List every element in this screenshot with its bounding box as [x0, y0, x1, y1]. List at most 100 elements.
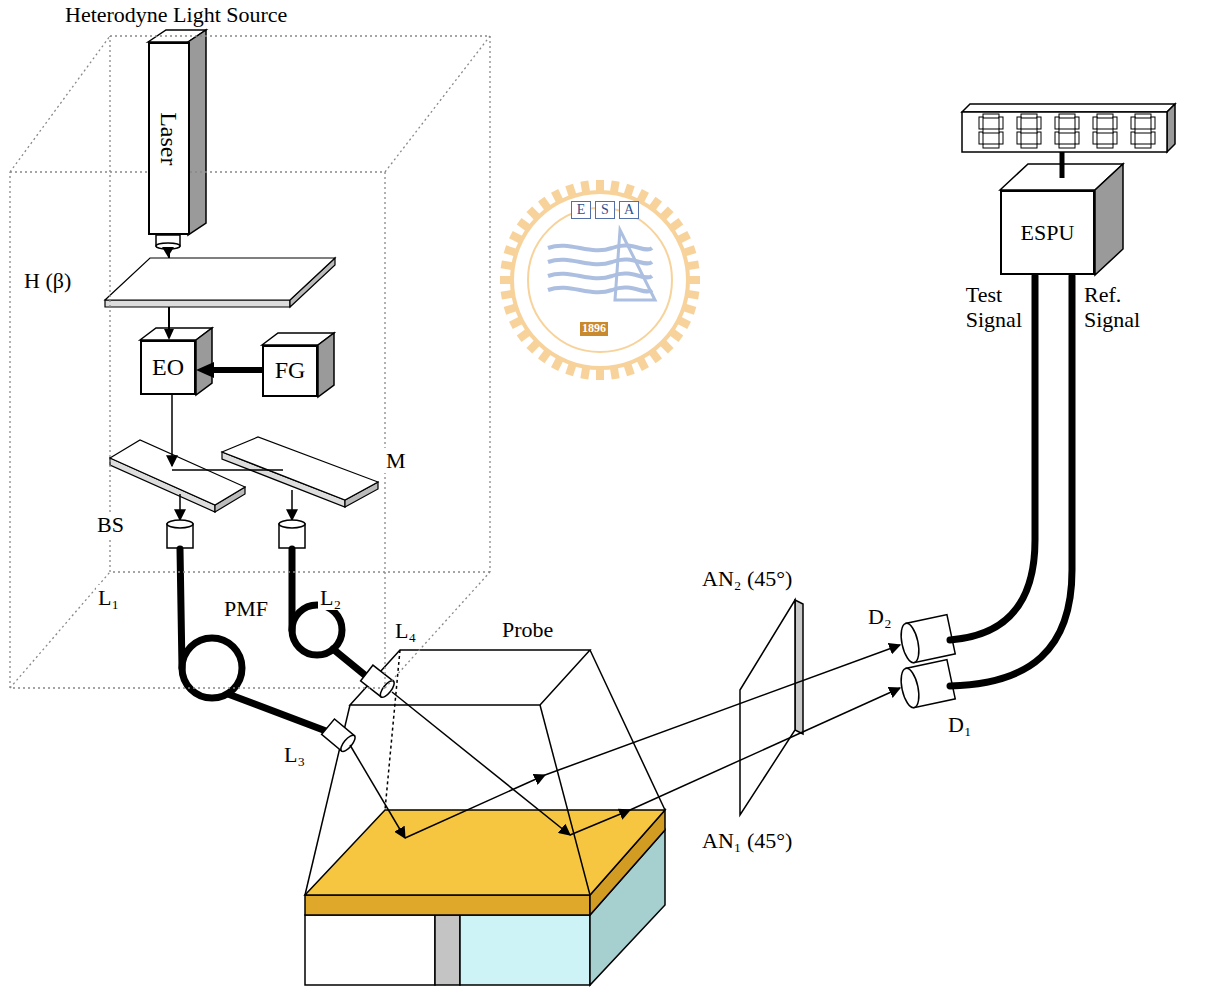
logo-ring [528, 208, 672, 352]
component-label: BS [95, 512, 126, 537]
logo-wave [548, 273, 652, 278]
beam-arrowhead [162, 247, 174, 257]
eo-side-face [196, 328, 212, 395]
enclosure-edge [10, 36, 110, 172]
group-heading: Heterodyne Light Source [65, 2, 287, 27]
digit-segment [1059, 114, 1075, 118]
arrow-head [196, 362, 214, 378]
logo-letter-wrap: S [595, 200, 615, 219]
digit-segment [983, 129, 999, 133]
digit-segment [1037, 117, 1041, 129]
digit-segment [1021, 144, 1037, 148]
beam [179, 494, 181, 520]
lens [167, 520, 193, 528]
base-front [460, 915, 590, 985]
enclosure-edge [489, 36, 490, 572]
bs-plate [110, 440, 245, 505]
component-label: Probe [500, 617, 555, 642]
digit-segment [1017, 132, 1021, 144]
digit-segment [1093, 132, 1097, 144]
enclosure-edge [385, 36, 490, 172]
analyzer-edge [795, 600, 803, 734]
digit-segment [1135, 114, 1151, 118]
component-label-wrap: D₂ [866, 604, 894, 629]
fiber [180, 549, 366, 731]
half-wave-plate [105, 258, 335, 300]
component-label-wrap: D₁ [946, 712, 974, 737]
display-cable [1060, 152, 1065, 178]
component-label: PMF [222, 596, 270, 621]
logo-letter: S [595, 201, 615, 219]
logo-tooth [596, 369, 604, 380]
logo-year: 1896 [580, 322, 608, 336]
logo-sail [615, 230, 655, 300]
digit-segment [1097, 114, 1113, 118]
digit-segment [999, 132, 1003, 144]
display-side-face [1167, 104, 1175, 152]
enclosure-edge [110, 571, 490, 572]
digit-segment [1113, 132, 1117, 144]
logo-letter: E [571, 201, 591, 219]
digit-segment [1055, 117, 1059, 129]
component-label-wrap: L₄ [393, 618, 418, 643]
signal-label-wrap: Test Signal [964, 282, 1024, 333]
logo-wave [548, 245, 652, 250]
component-label: D₁ [946, 712, 974, 737]
digit-segment [1055, 132, 1059, 144]
enclosure-edge [10, 687, 385, 688]
enclosure-edge [10, 171, 385, 172]
component-label-wrap: BS [95, 512, 126, 537]
detector [898, 660, 955, 710]
gold-film-front [305, 895, 590, 915]
box-label: Laser [155, 112, 183, 165]
logo-letter: A [619, 201, 639, 219]
component-label: L₄ [393, 618, 418, 643]
component-label-wrap: AN₁ (45°) [700, 828, 794, 853]
component-label: H (β) [22, 268, 73, 293]
signal-label-wrap: Ref. Signal [1082, 282, 1142, 333]
digit-segment [1075, 117, 1079, 129]
enclosure-edge [109, 36, 110, 572]
component-label-wrap: AN₂ (45°) [700, 566, 794, 591]
component-label-wrap: L₂ [318, 585, 343, 610]
prism [305, 650, 665, 895]
arrow-shaft [209, 367, 262, 373]
digit-segment [1151, 132, 1155, 144]
digit-segment [1059, 144, 1075, 148]
watermark-logo [500, 180, 700, 380]
modulator-box: EO [140, 340, 196, 395]
signal-arrow [196, 362, 262, 378]
digit-segment [1131, 132, 1135, 144]
box-label: ESPU [1021, 220, 1075, 245]
enclosure-edge [385, 572, 490, 688]
generator-box: FG [262, 345, 318, 397]
logo-letter-wrap: A [619, 200, 639, 219]
arrow-head [164, 329, 174, 340]
logo-wave [548, 287, 652, 292]
laser-box: Laser [148, 42, 190, 235]
digit-segment [979, 132, 983, 144]
component-label: L₃ [282, 742, 307, 767]
box-label: EO [152, 354, 184, 382]
half-wave-plate-edge [105, 300, 290, 307]
component-label-wrap: L₃ [282, 742, 307, 767]
light-source-enclosure: Heterodyne Light SourceLaserEO FG [8, 0, 498, 692]
fg-side-face [318, 333, 334, 397]
beam [171, 395, 173, 466]
digit-segment [983, 114, 999, 118]
logo-tooth [689, 276, 700, 284]
beam [291, 490, 293, 520]
gold-film-top [305, 810, 665, 895]
digit-segment [1021, 114, 1037, 118]
digit-segment [1135, 129, 1151, 133]
base-front [305, 915, 435, 985]
digit-segment [1075, 132, 1079, 144]
digit-segment [1135, 144, 1151, 148]
logo-tooth [500, 276, 511, 284]
enclosure-outline [8, 0, 498, 692]
component-label: L₁ [96, 585, 121, 610]
component-label-wrap: H (β) [22, 268, 73, 293]
component-label-wrap: Probe [500, 617, 555, 642]
component-label: M [384, 448, 408, 473]
